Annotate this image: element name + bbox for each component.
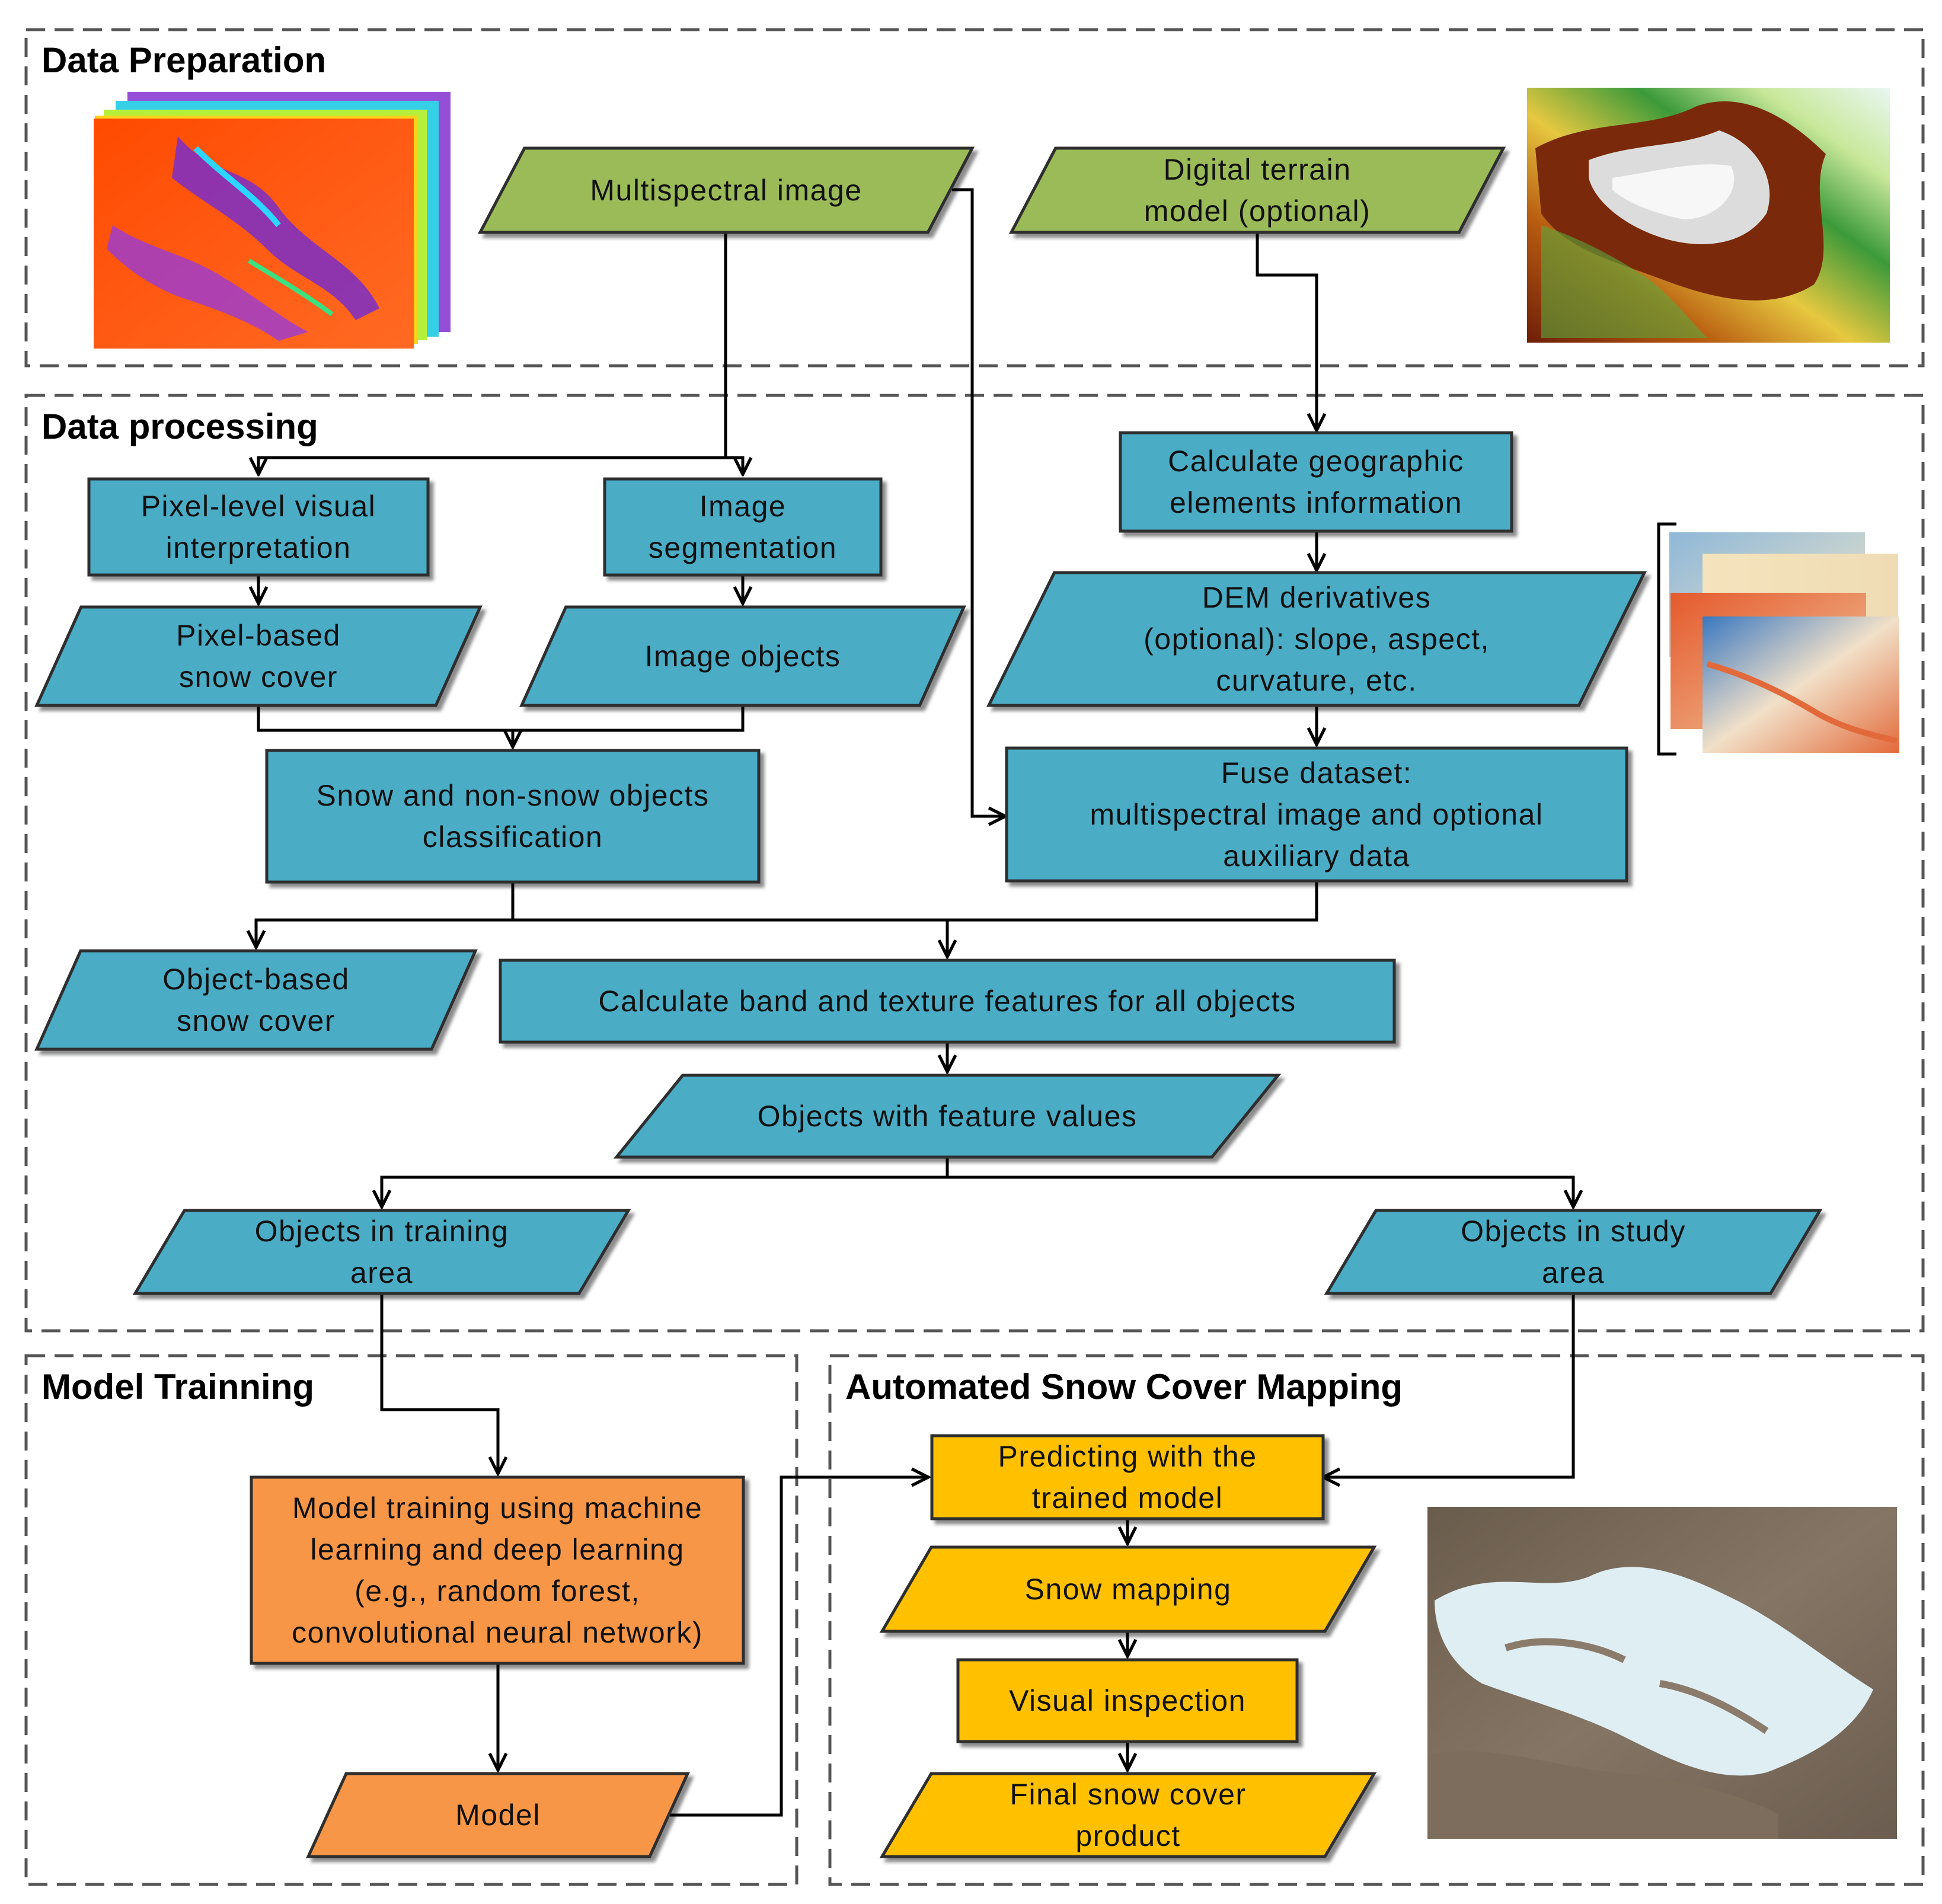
predicting-label: Predicting with the [998, 1440, 1257, 1473]
visual-inspection-label: Visual inspection [1009, 1684, 1246, 1717]
digital-terrain-model-node: Digital terrain model (optional) [1008, 146, 1506, 234]
band-features-shape [499, 959, 1396, 1044]
visual-inspection-shape [956, 1658, 1299, 1743]
objects-in-study-area-node: Objects in study area [1324, 1209, 1823, 1295]
calculate-band-texture-features-node: Calculate band and texture features for … [499, 959, 1396, 1044]
dtm-label: Digital terrain [1163, 153, 1351, 186]
segmentation-shape [603, 477, 883, 577]
objects-in-training-area-node: Objects in training area [132, 1209, 631, 1295]
feature-values-shape [613, 1074, 1282, 1159]
nodes: Multispectral image Digital terrain model… [34, 146, 1823, 1858]
pixel-visual-label: Pixel-level visual [141, 490, 376, 523]
study-area-shape [1324, 1209, 1823, 1295]
geo-info-label: elements information [1170, 486, 1462, 519]
final-product-shape [879, 1772, 1377, 1858]
model-training-label: convolutional neural network) [292, 1616, 703, 1649]
feature-values-label: Objects with feature values [758, 1100, 1138, 1133]
image-objects-node: Image objects [519, 605, 966, 707]
snow-non-snow-classification-node: Snow and non-snow objects classification [265, 749, 761, 884]
snow-mapping-node: Snow mapping [879, 1545, 1377, 1633]
fuse-label: multispectral image and optional [1090, 798, 1543, 831]
band-features-label: Calculate band and texture features for … [598, 985, 1296, 1018]
segmentation-label: segmentation [649, 531, 837, 564]
final-product-label: Final snow cover [1010, 1778, 1246, 1811]
pixel-based-snow-cover-node: Pixel-based snow cover [34, 605, 483, 707]
segmentation-label: Image [699, 490, 786, 523]
multispectral-label: Multispectral image [590, 174, 862, 207]
model-training-title: Model Trainning [41, 1367, 314, 1407]
snow-satellite-image [1427, 1507, 1897, 1839]
model-node: Model [306, 1772, 690, 1858]
model-training-node: Model training using machine learning and… [250, 1475, 745, 1665]
training-area-label: area [350, 1256, 413, 1289]
dtm-label: model (optional) [1144, 194, 1371, 228]
final-product-label: product [1075, 1819, 1180, 1852]
predicting-label: trained model [1032, 1481, 1223, 1515]
snow-mapping-out-label: Snow mapping [1025, 1573, 1232, 1606]
fuse-dataset-node: Fuse dataset: multispectral image and opt… [1005, 746, 1628, 883]
model-training-label: Model training using machine [292, 1491, 702, 1525]
model-label: Model [455, 1798, 541, 1832]
object-snow-label: Object-based [162, 963, 349, 996]
dtm-shape [1008, 146, 1506, 234]
model-training-shape [250, 1475, 745, 1665]
data-processing-title: Data processing [41, 407, 318, 446]
model-training-label: (e.g., random forest, [354, 1574, 640, 1608]
dem-derivatives-node: DEM derivatives (optional): slope, aspect… [986, 571, 1647, 707]
pixel-snow-shape [34, 605, 483, 707]
study-area-label: area [1542, 1256, 1605, 1289]
visual-inspection-node: Visual inspection [956, 1658, 1299, 1743]
data-preparation-region [24, 28, 1925, 368]
data-preparation-title: Data Preparation [41, 40, 326, 80]
study-area-label: Objects in study [1461, 1215, 1686, 1248]
pixel-level-visual-interpretation-node: Pixel-level visual interpretation [87, 477, 430, 577]
pixel-snow-label: snow cover [179, 660, 338, 694]
classification-label: Snow and non-snow objects [317, 779, 710, 812]
dem-derivatives-label: DEM derivatives [1202, 581, 1432, 614]
predicting-with-trained-model-node: Predicting with the trained model [930, 1434, 1325, 1520]
training-area-shape [132, 1209, 631, 1295]
dem-derivatives-label: curvature, etc. [1216, 664, 1417, 697]
object-based-snow-cover-node: Object-based snow cover [34, 949, 478, 1051]
fuse-label: Fuse dataset: [1221, 756, 1412, 790]
fuse-label: auxiliary data [1223, 839, 1410, 873]
snow-mapping-out-shape [879, 1545, 1377, 1633]
pixel-snow-label: Pixel-based [176, 619, 341, 652]
geo-info-label: Calculate geographic [1168, 445, 1464, 478]
model-training-region [24, 1354, 798, 1886]
dtm-map-image [1527, 88, 1890, 343]
pixel-visual-label: interpretation [166, 531, 352, 564]
training-area-label: Objects in training [255, 1215, 509, 1248]
image-objects-label: Image objects [645, 640, 841, 673]
object-snow-shape [34, 949, 478, 1051]
image-objects-shape [519, 605, 966, 707]
fuse-shape [1005, 746, 1628, 883]
dem-derivatives-shape [986, 571, 1647, 707]
image-segmentation-node: Image segmentation [603, 477, 883, 577]
object-snow-label: snow cover [177, 1004, 336, 1037]
multispectral-image-node: Multispectral image [477, 146, 975, 234]
final-snow-cover-product-node: Final snow cover product [879, 1772, 1377, 1858]
multispectral-cube-image [94, 92, 451, 349]
multispectral-shape [477, 146, 975, 234]
objects-with-feature-values-node: Objects with feature values [613, 1074, 1282, 1159]
predicting-shape [930, 1434, 1325, 1520]
snow-mapping-region [828, 1354, 1925, 1886]
dem-derivatives-image [1657, 522, 1899, 756]
snow-mapping-title: Automated Snow Cover Mapping [845, 1367, 1403, 1407]
dem-derivatives-label: (optional): slope, aspect, [1144, 622, 1490, 656]
model-shape [306, 1772, 690, 1858]
classification-shape [265, 749, 761, 884]
geo-info-shape [1119, 431, 1513, 533]
classification-label: classification [423, 820, 603, 854]
calculate-geographic-elements-node: Calculate geographic elements information [1119, 431, 1513, 533]
pixel-visual-shape [87, 477, 430, 577]
model-training-label: learning and deep learning [310, 1533, 684, 1566]
data-processing-region [24, 394, 1925, 1333]
connectors [256, 188, 1573, 1817]
